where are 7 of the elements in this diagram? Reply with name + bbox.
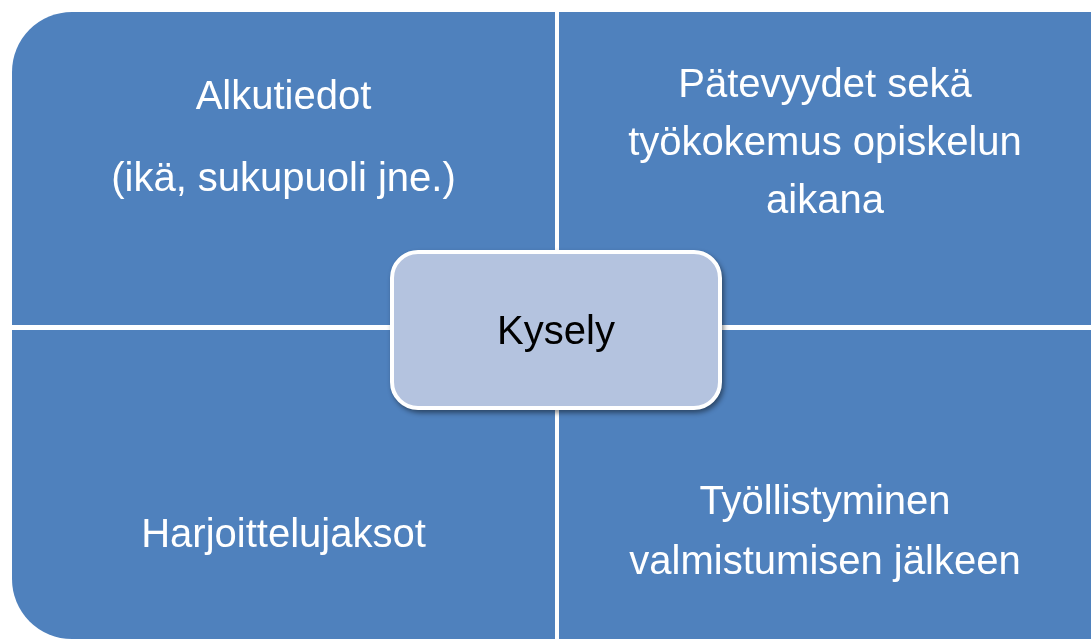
panel-heading: Pätevyydet sekä työkokemus opiskelun aikana — [627, 60, 1023, 223]
center-label: Kysely — [497, 307, 615, 353]
center-box — [390, 250, 722, 410]
panel-heading: Työllistyminen valmistumisen jälkeen — [628, 477, 1022, 584]
panel-heading: Alkutiedot — [195, 72, 372, 119]
panel-subtext: (ikä, sukupuoli jne.) — [111, 154, 456, 201]
panel-heading: Harjoittelujaksot — [141, 510, 426, 557]
